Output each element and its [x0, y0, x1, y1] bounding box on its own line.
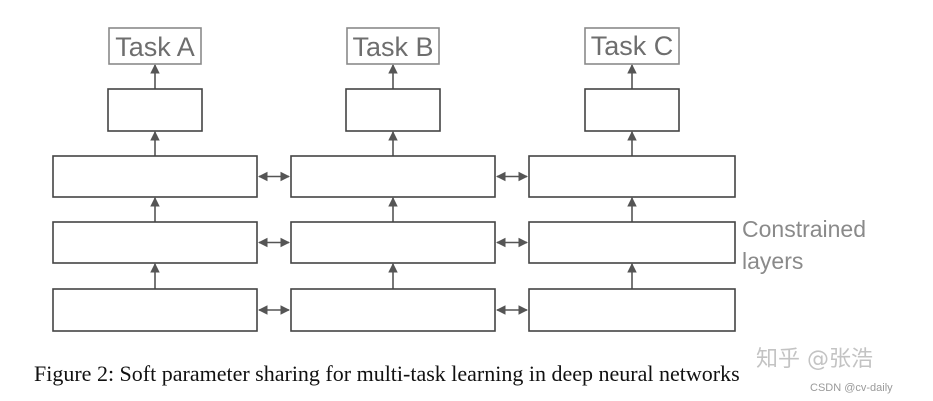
task-box-a: [108, 27, 202, 65]
task-specific-layer-a: [107, 88, 203, 132]
constrained-label-line1: Constrained: [742, 216, 866, 242]
task-box-b: [346, 27, 440, 65]
layer-1-c: [528, 155, 736, 198]
watermark-zhihu: 知乎 @张浩: [756, 347, 873, 372]
layer-2-b: [290, 221, 496, 264]
nodes-group: [52, 27, 736, 332]
task-specific-layer-b: [345, 88, 441, 132]
figure-caption: Figure 2: Soft parameter sharing for mul…: [34, 361, 740, 386]
task-label-c: Task C: [591, 31, 674, 61]
layer-1-a: [52, 155, 258, 198]
layer-3-b: [290, 288, 496, 332]
layer-3-a: [52, 288, 258, 332]
task-box-c: [584, 27, 680, 65]
layer-3-c: [528, 288, 736, 332]
layer-1-b: [290, 155, 496, 198]
task-label-a: Task A: [115, 32, 195, 62]
task-specific-layer-c: [584, 88, 680, 132]
task-label-b: Task B: [352, 32, 433, 62]
layer-2-a: [52, 221, 258, 264]
constrained-label-line2: layers: [742, 248, 803, 274]
watermark-csdn: CSDN @cv-daily: [810, 382, 893, 394]
edges-group: [150, 64, 637, 315]
layer-2-c: [528, 221, 736, 264]
